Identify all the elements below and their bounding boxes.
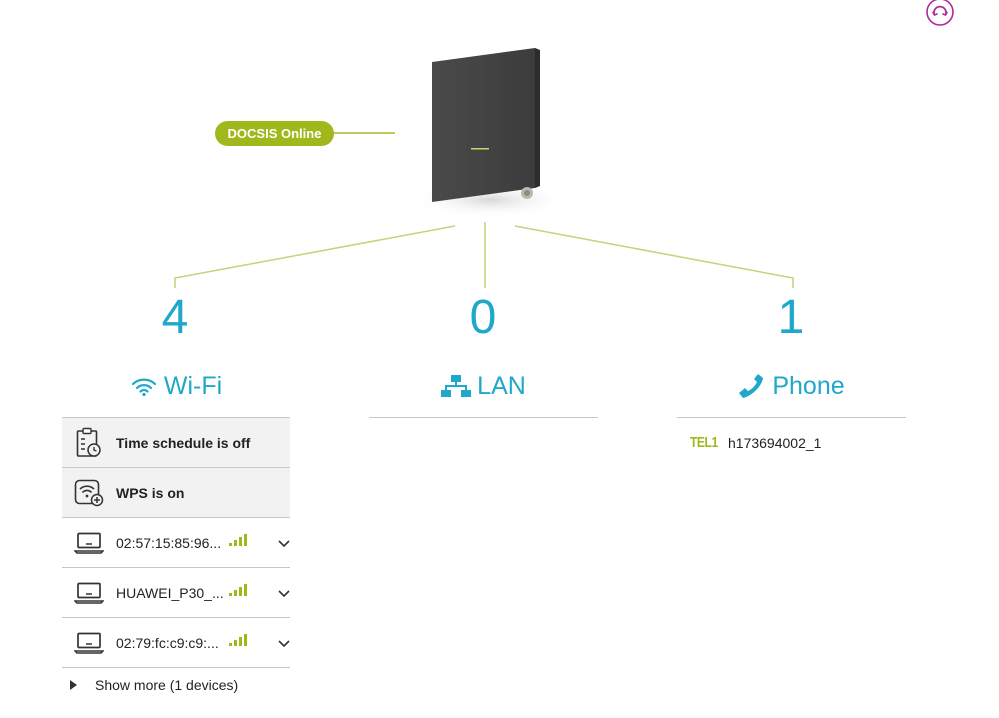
- status-connector: [330, 132, 395, 134]
- wps-icon: [74, 479, 104, 506]
- docsis-status-badge: DOCSIS Online: [215, 121, 334, 146]
- wifi-count: 4: [161, 291, 189, 344]
- lan-section-label: LAN: [477, 371, 526, 400]
- refresh-button[interactable]: [925, 0, 955, 28]
- phone-divider: [677, 417, 906, 418]
- device-name: 02:57:15:85:96...: [116, 534, 222, 551]
- device-row[interactable]: 02:79:fc:c9:c9:...: [62, 618, 290, 668]
- phone-icon: [739, 374, 764, 398]
- device-row[interactable]: 02:57:15:85:96...: [62, 518, 290, 568]
- phone-count: 1: [777, 291, 805, 344]
- phone-line-row: TEL1 h173694002_1: [690, 434, 821, 451]
- device-row[interactable]: HUAWEI_P30_...: [62, 568, 290, 618]
- chevron-down-icon[interactable]: [278, 538, 290, 548]
- wifi-section-header[interactable]: Wi-Fi: [62, 368, 290, 404]
- wps-row[interactable]: WPS is on: [62, 468, 290, 518]
- schedule-icon: [76, 427, 101, 457]
- chevron-down-icon[interactable]: [278, 638, 290, 648]
- wifi-divider: [62, 417, 290, 418]
- device-name: 02:79:fc:c9:c9:...: [116, 634, 219, 651]
- router-image: [405, 40, 570, 225]
- wifi-device-list: Time schedule is off WPS is on 02:57:15:…: [62, 418, 290, 668]
- signal-strength-icon: [229, 584, 247, 596]
- laptop-icon: [74, 632, 104, 654]
- laptop-icon: [74, 582, 104, 604]
- lan-section-header[interactable]: LAN: [369, 368, 598, 404]
- time-schedule-label: Time schedule is off: [116, 434, 251, 451]
- phone-section-label: Phone: [772, 371, 845, 400]
- expand-triangle-icon: [70, 680, 77, 690]
- show-more-label: Show more (1 devices): [95, 677, 239, 693]
- chevron-down-icon[interactable]: [278, 588, 290, 598]
- wifi-section-label: Wi-Fi: [163, 371, 223, 400]
- tel-line-badge: TEL1: [690, 434, 718, 451]
- wifi-icon: [131, 378, 156, 397]
- phone-number: h173694002_1: [728, 434, 822, 451]
- device-name: HUAWEI_P30_...: [116, 584, 224, 601]
- time-schedule-row[interactable]: Time schedule is off: [62, 418, 290, 468]
- phone-section-header[interactable]: Phone: [677, 368, 906, 404]
- wps-label: WPS is on: [116, 484, 185, 501]
- lan-count: 0: [469, 291, 497, 344]
- lan-divider: [369, 417, 598, 418]
- show-more-toggle[interactable]: Show more (1 devices): [70, 677, 238, 693]
- signal-strength-icon: [229, 534, 247, 546]
- refresh-icon: [926, 0, 954, 26]
- laptop-icon: [74, 532, 104, 554]
- network-icon: [441, 375, 472, 397]
- signal-strength-icon: [229, 634, 247, 646]
